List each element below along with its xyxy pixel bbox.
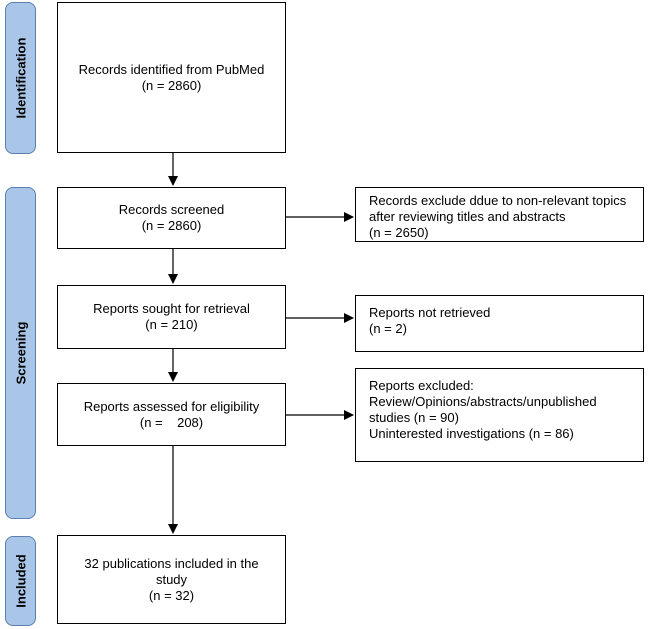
phase-screening: Screening bbox=[5, 187, 36, 519]
box-reports-assessed-line-1: Reports assessed for eligibility bbox=[83, 398, 260, 414]
box-records-excluded: Records exclude ddue to non-relevant top… bbox=[355, 187, 644, 242]
box-reports-assessed-line-2: (n = 208) bbox=[139, 414, 204, 430]
box-reports-sought-line-1: Reports sought for retrieval bbox=[93, 301, 250, 316]
box-publications-included-line-3: (n = 32) bbox=[148, 587, 195, 603]
box-reports-assessed: Reports assessed for eligibility (n = 20… bbox=[57, 383, 286, 446]
box-reports-excluded-line-3: studies (n = 90) bbox=[369, 410, 459, 425]
box-reports-excluded-line-4: Uninterested investigations (n = 86) bbox=[369, 426, 574, 441]
box-reports-excluded: Reports excluded: Review/Opinions/abstra… bbox=[355, 368, 644, 462]
box-records-excluded-line-2: after reviewing titles and abstracts bbox=[369, 209, 566, 224]
box-reports-excluded-line-2: Review/Opinions/abstracts/unpublished bbox=[369, 394, 597, 409]
box-reports-not-retrieved-line-1: Reports not retrieved bbox=[369, 305, 491, 320]
box-publications-included: 32 publications included in the study (n… bbox=[57, 535, 286, 624]
box-records-screened-line-2: (n = 2860) bbox=[141, 218, 202, 233]
box-records-excluded-line-3: (n = 2650) bbox=[369, 225, 429, 240]
box-records-identified: Records identified from PubMed (n = 2860… bbox=[57, 2, 286, 153]
phase-included: Included bbox=[5, 536, 36, 626]
box-records-identified-line-1: Records identified from PubMed bbox=[78, 61, 265, 77]
box-publications-included-line-2: study bbox=[155, 571, 188, 587]
box-records-screened-line-1: Records screened bbox=[118, 202, 225, 217]
box-reports-not-retrieved: Reports not retrieved (n = 2) bbox=[355, 295, 644, 352]
box-reports-excluded-line-1: Reports excluded: bbox=[369, 378, 474, 393]
box-records-excluded-line-1: Records exclude ddue to non-relevant top… bbox=[369, 193, 627, 208]
box-publications-included-line-1: 32 publications included in the bbox=[84, 555, 259, 571]
box-reports-sought: Reports sought for retrieval (n = 210) bbox=[57, 285, 286, 349]
box-records-identified-line-2: (n = 2860) bbox=[141, 77, 202, 93]
phase-identification: Identification bbox=[5, 2, 36, 154]
box-reports-sought-line-2: (n = 210) bbox=[145, 317, 198, 332]
box-reports-not-retrieved-line-2: (n = 2) bbox=[369, 321, 407, 336]
box-records-screened: Records screened (n = 2860) bbox=[57, 187, 286, 249]
